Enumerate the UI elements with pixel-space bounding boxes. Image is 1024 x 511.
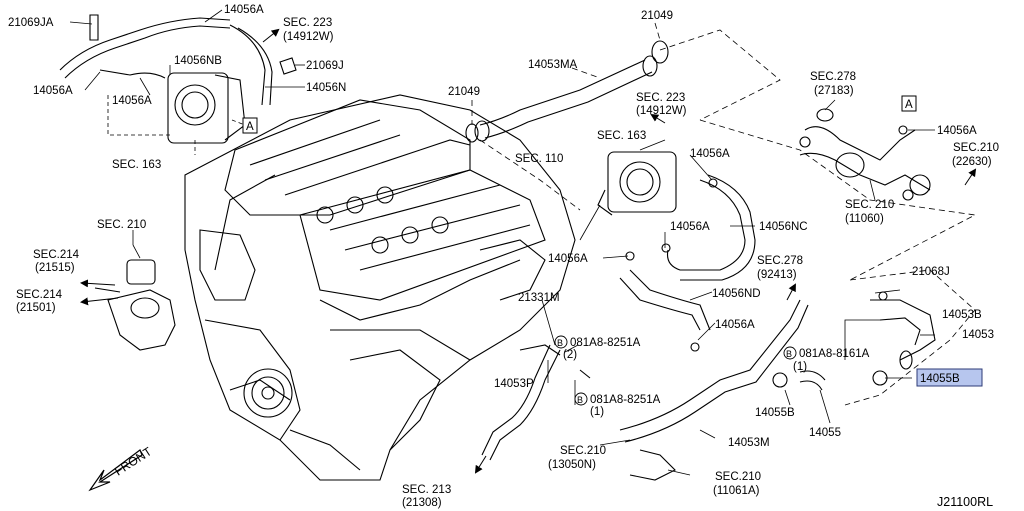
label-21068j[interactable]: 21068J [912, 266, 950, 278]
label-081a8-8161a[interactable]: 081A8-8161A [799, 348, 870, 360]
label-21069ja[interactable]: 21069JA [8, 17, 54, 29]
label-14056a-top[interactable]: 14056A [224, 4, 264, 16]
label-sec214-a-sub: (21515) [35, 262, 75, 274]
label-sec223-top[interactable]: SEC. 223 [283, 17, 332, 29]
front-label: FRONT [112, 444, 155, 479]
label-081a8-8251a-a[interactable]: 081A8-8251A [570, 337, 641, 349]
label-14056a-mid2[interactable]: 14056A [670, 221, 710, 233]
label-sec210-low[interactable]: SEC.210 [560, 445, 606, 457]
svg-text:B: B [577, 395, 583, 405]
label-sec210-right-sub: (22630) [952, 156, 992, 168]
label-sec163-mid[interactable]: SEC. 163 [597, 130, 646, 142]
label-sec223-mid-sub: (14912W) [636, 105, 687, 117]
highlight-box-14055b [916, 368, 983, 387]
label-14053p[interactable]: 14053P [494, 378, 534, 390]
bolt-markers [554, 335, 797, 406]
label-sec213[interactable]: SEC. 213 [402, 484, 451, 496]
label-14056a-mid3[interactable]: 14056A [548, 253, 588, 265]
engine-block-illustration [184, 94, 576, 481]
label-14056a-left2[interactable]: 14056A [112, 95, 152, 107]
leader-lines-lower [541, 269, 976, 476]
svg-text:B: B [557, 338, 563, 348]
label-14053[interactable]: 14053 [962, 329, 994, 341]
label-14055b-highlight[interactable]: 14055B [920, 373, 960, 385]
label-sec278-top-sub: (27183) [814, 85, 854, 97]
label-sec223-top-sub: (14912W) [283, 31, 334, 43]
label-sec278-mid[interactable]: SEC.278 [757, 255, 803, 267]
front-arrow-icon [88, 449, 143, 492]
label-sec214-b-sub: (21501) [16, 302, 56, 314]
label-sec223-mid[interactable]: SEC. 223 [636, 92, 685, 104]
label-sec214-a[interactable]: SEC.214 [33, 249, 80, 261]
label-14056nc[interactable]: 14056NC [759, 221, 808, 233]
label-sec210-br[interactable]: SEC.210 [715, 471, 761, 483]
thermostat-left-illustration [94, 259, 176, 351]
label-14055b-low[interactable]: 14055B [755, 407, 795, 419]
label-sec163-left[interactable]: SEC. 163 [112, 159, 161, 171]
label-14056a-low[interactable]: 14056A [715, 319, 755, 331]
label-081a8-8251a-b[interactable]: 081A8-8251A [590, 394, 661, 406]
label-14056nd[interactable]: 14056ND [712, 288, 761, 300]
label-14053b[interactable]: 14053B [942, 309, 982, 321]
label-sec110[interactable]: SEC. 110 [515, 153, 563, 165]
label-sec210-br-sub: (11061A) [713, 485, 760, 497]
label-sec214-b[interactable]: SEC.214 [16, 289, 63, 301]
marker-a-right-text: A [905, 99, 913, 111]
label-14053ma[interactable]: 14053MA [528, 59, 578, 71]
label-081a8-8251a-b-sub: (1) [590, 406, 604, 418]
label-sec210-right[interactable]: SEC.210 [953, 142, 999, 154]
label-14055[interactable]: 14055 [809, 427, 841, 439]
label-sec210-left[interactable]: SEC. 210 [97, 219, 146, 231]
label-14056nb[interactable]: 14056NB [174, 55, 222, 67]
dashed-box-top-center [471, 22, 781, 211]
label-21049-mid[interactable]: 21049 [448, 86, 480, 98]
label-sec210-mid-sub: (11060) [845, 213, 884, 225]
label-sec278-mid-sub: (92413) [757, 269, 797, 281]
water-outlet-right-illustration [799, 108, 931, 201]
label-14056a-mid1[interactable]: 14056A [690, 148, 730, 160]
water-pipe-lower-illustration [481, 291, 936, 481]
svg-text:B: B [786, 349, 792, 359]
bolt-marker-letters: B B B [557, 338, 792, 405]
label-14056a-right[interactable]: 14056A [937, 125, 977, 137]
leader-lines-top-right [699, 99, 977, 281]
leader-lines-left [132, 230, 141, 259]
label-21049-top[interactable]: 21049 [641, 10, 673, 22]
label-sec210-mid[interactable]: SEC. 210 [845, 199, 894, 211]
throttle-body-left-illustration [59, 14, 297, 144]
label-081a8-8251a-a-sub: (2) [563, 349, 577, 361]
label-sec213-sub: (21308) [402, 497, 442, 509]
label-081a8-8161a-sub: (1) [793, 361, 807, 373]
label-21069j[interactable]: 21069J [306, 60, 344, 72]
leader-lines-mid-center [579, 139, 755, 301]
marker-a-box-right: A [901, 95, 917, 112]
throttle-body-center-illustration [597, 151, 756, 331]
leader-lines-top-left [69, 9, 305, 155]
label-14053m[interactable]: 14053M [728, 437, 770, 449]
part-labels: 21069JA 14056A SEC. 223 (14912W) 14056NB… [8, 4, 999, 509]
label-21331m[interactable]: 21331M [518, 292, 560, 304]
label-sec210-low-sub: (13050N) [548, 459, 596, 471]
diagram-code: J21100RL [937, 495, 993, 509]
marker-a-left-text: A [246, 121, 254, 133]
marker-a-box-left: A [242, 117, 258, 134]
label-sec278-top[interactable]: SEC.278 [810, 71, 856, 83]
label-14056n[interactable]: 14056N [306, 82, 346, 94]
label-14056a-left[interactable]: 14056A [33, 85, 73, 97]
